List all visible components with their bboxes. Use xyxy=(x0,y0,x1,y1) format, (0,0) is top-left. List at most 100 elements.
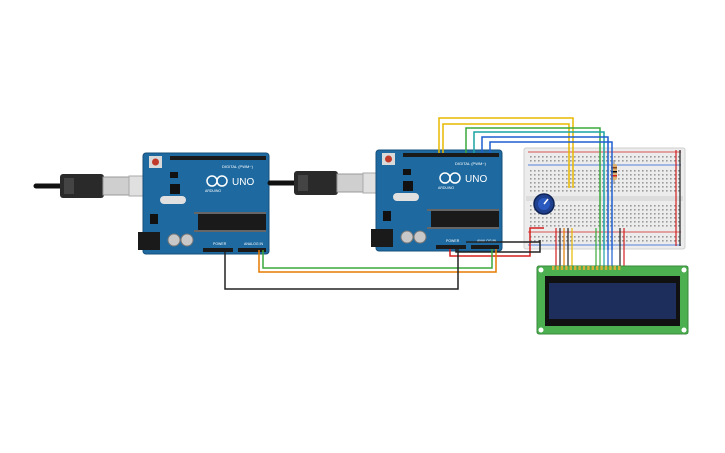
breadboard-hole[interactable] xyxy=(610,221,612,223)
breadboard-hole[interactable] xyxy=(674,170,676,172)
breadboard-hole[interactable] xyxy=(538,225,540,227)
breadboard-hole[interactable] xyxy=(634,156,636,158)
breadboard-hole[interactable] xyxy=(550,186,552,188)
breadboard-hole[interactable] xyxy=(546,174,548,176)
breadboard-hole[interactable] xyxy=(574,217,576,219)
breadboard-hole[interactable] xyxy=(654,213,656,215)
breadboard-hole[interactable] xyxy=(654,170,656,172)
breadboard-hole[interactable] xyxy=(646,209,648,211)
wire-blue-2[interactable] xyxy=(489,141,613,250)
breadboard-hole[interactable] xyxy=(534,174,536,176)
breadboard-hole[interactable] xyxy=(602,236,604,238)
breadboard-hole[interactable] xyxy=(610,182,612,184)
breadboard-hole[interactable] xyxy=(610,205,612,207)
breadboard-hole[interactable] xyxy=(558,170,560,172)
breadboard-hole[interactable] xyxy=(562,240,564,242)
breadboard-hole[interactable] xyxy=(542,160,544,162)
breadboard-hole[interactable] xyxy=(558,236,560,238)
breadboard-hole[interactable] xyxy=(574,213,576,215)
breadboard-hole[interactable] xyxy=(630,217,632,219)
breadboard-hole[interactable] xyxy=(678,156,680,158)
breadboard-hole[interactable] xyxy=(562,236,564,238)
breadboard-hole[interactable] xyxy=(534,240,536,242)
breadboard-hole[interactable] xyxy=(622,209,624,211)
breadboard-hole[interactable] xyxy=(610,170,612,172)
breadboard-hole[interactable] xyxy=(674,225,676,227)
breadboard-hole[interactable] xyxy=(554,186,556,188)
breadboard-hole[interactable] xyxy=(642,240,644,242)
breadboard-hole[interactable] xyxy=(614,186,616,188)
breadboard-hole[interactable] xyxy=(630,221,632,223)
breadboard-hole[interactable] xyxy=(634,182,636,184)
breadboard-hole[interactable] xyxy=(578,213,580,215)
breadboard-hole[interactable] xyxy=(578,160,580,162)
breadboard-hole[interactable] xyxy=(678,205,680,207)
breadboard-hole[interactable] xyxy=(546,221,548,223)
breadboard-hole[interactable] xyxy=(662,170,664,172)
breadboard-hole[interactable] xyxy=(626,182,628,184)
breadboard-hole[interactable] xyxy=(618,209,620,211)
breadboard-hole[interactable] xyxy=(582,225,584,227)
breadboard-hole[interactable] xyxy=(574,178,576,180)
breadboard-hole[interactable] xyxy=(558,221,560,223)
breadboard-hole[interactable] xyxy=(646,225,648,227)
breadboard-hole[interactable] xyxy=(614,156,616,158)
breadboard-hole[interactable] xyxy=(610,156,612,158)
breadboard-hole[interactable] xyxy=(678,160,680,162)
breadboard-hole[interactable] xyxy=(566,213,568,215)
breadboard-hole[interactable] xyxy=(594,174,596,176)
breadboard-hole[interactable] xyxy=(646,240,648,242)
breadboard-hole[interactable] xyxy=(674,209,676,211)
breadboard-hole[interactable] xyxy=(574,240,576,242)
breadboard-hole[interactable] xyxy=(606,156,608,158)
breadboard-hole[interactable] xyxy=(666,209,668,211)
breadboard-hole[interactable] xyxy=(670,225,672,227)
breadboard-hole[interactable] xyxy=(650,186,652,188)
breadboard-hole[interactable] xyxy=(618,190,620,192)
breadboard-hole[interactable] xyxy=(598,225,600,227)
breadboard-hole[interactable] xyxy=(622,174,624,176)
breadboard-hole[interactable] xyxy=(650,156,652,158)
breadboard-hole[interactable] xyxy=(562,209,564,211)
breadboard-hole[interactable] xyxy=(578,156,580,158)
breadboard-hole[interactable] xyxy=(630,156,632,158)
breadboard-hole[interactable] xyxy=(578,217,580,219)
breadboard-hole[interactable] xyxy=(674,205,676,207)
breadboard-hole[interactable] xyxy=(538,156,540,158)
breadboard-hole[interactable] xyxy=(678,240,680,242)
breadboard-hole[interactable] xyxy=(558,213,560,215)
breadboard-hole[interactable] xyxy=(590,186,592,188)
breadboard-hole[interactable] xyxy=(534,186,536,188)
breadboard-hole[interactable] xyxy=(550,190,552,192)
breadboard-hole[interactable] xyxy=(650,182,652,184)
breadboard-hole[interactable] xyxy=(550,174,552,176)
breadboard-hole[interactable] xyxy=(638,217,640,219)
breadboard-hole[interactable] xyxy=(598,213,600,215)
breadboard-hole[interactable] xyxy=(570,225,572,227)
breadboard-hole[interactable] xyxy=(670,182,672,184)
breadboard-hole[interactable] xyxy=(550,182,552,184)
breadboard-hole[interactable] xyxy=(566,160,568,162)
breadboard-hole[interactable] xyxy=(534,209,536,211)
breadboard-hole[interactable] xyxy=(542,156,544,158)
breadboard-hole[interactable] xyxy=(614,225,616,227)
breadboard-hole[interactable] xyxy=(546,240,548,242)
breadboard-hole[interactable] xyxy=(598,209,600,211)
breadboard-hole[interactable] xyxy=(622,190,624,192)
breadboard-hole[interactable] xyxy=(662,221,664,223)
breadboard-hole[interactable] xyxy=(606,217,608,219)
breadboard-hole[interactable] xyxy=(614,240,616,242)
breadboard-hole[interactable] xyxy=(614,182,616,184)
breadboard-hole[interactable] xyxy=(618,236,620,238)
breadboard-hole[interactable] xyxy=(666,182,668,184)
breadboard-hole[interactable] xyxy=(662,240,664,242)
breadboard-hole[interactable] xyxy=(630,186,632,188)
breadboard-hole[interactable] xyxy=(658,170,660,172)
breadboard-hole[interactable] xyxy=(582,190,584,192)
breadboard-hole[interactable] xyxy=(570,160,572,162)
breadboard-hole[interactable] xyxy=(562,170,564,172)
breadboard-hole[interactable] xyxy=(570,174,572,176)
lcd-16x2-icon[interactable] xyxy=(536,265,689,335)
breadboard-hole[interactable] xyxy=(630,160,632,162)
breadboard-hole[interactable] xyxy=(674,213,676,215)
